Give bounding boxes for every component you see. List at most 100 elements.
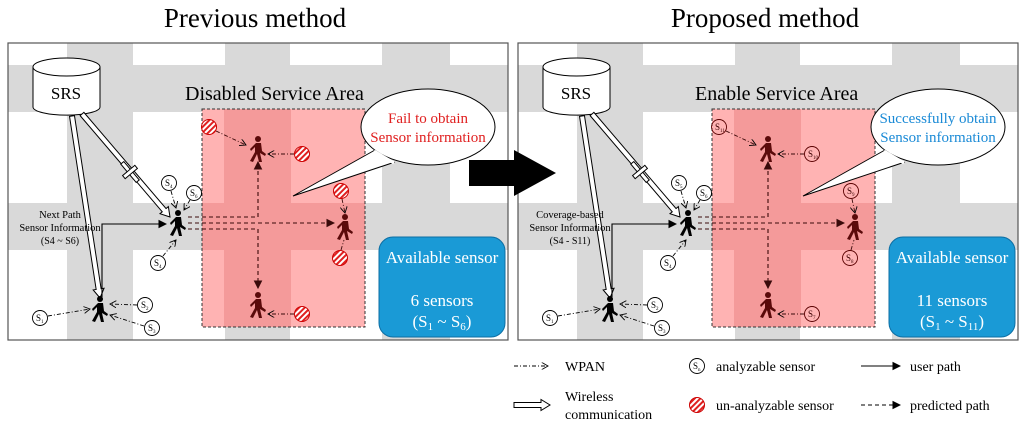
- sensor-count: 6 sensors: [411, 291, 474, 310]
- unanalyzable-sensor-icon: [689, 397, 705, 413]
- transition-arrow-icon: [469, 150, 556, 196]
- srs-database-icon: [542, 57, 611, 116]
- analyzable-sensor-icon: S8: [842, 250, 858, 266]
- previous-user-icon: [92, 296, 108, 322]
- predicted-user-icon: [250, 292, 266, 318]
- legend-unanalyzable: un-analyzable sensor: [716, 399, 834, 414]
- predicted-user-icon: [847, 214, 863, 240]
- wpan-link: [557, 309, 600, 317]
- sensor-label: S3: [658, 323, 666, 335]
- sensor-label: S7: [808, 309, 816, 321]
- srs-database-icon: [32, 57, 101, 116]
- unanalyzable-sensor-icon: [294, 306, 310, 322]
- bubble-text: Fail to obtain: [388, 111, 468, 127]
- analyzable-sensor-icon: S4: [150, 255, 166, 271]
- wireless-legend-icon: [513, 398, 551, 412]
- unanalyzable-sensor-icon: [201, 119, 217, 135]
- legend-analyzable: analyzable sensor: [716, 360, 815, 375]
- sensor-label: S3: [148, 323, 156, 335]
- sensor-label: S2: [651, 300, 659, 312]
- unanalyzable-sensor-icon: [332, 250, 348, 266]
- sensor-label: S8: [846, 253, 854, 265]
- srs-label: SRS: [561, 84, 591, 103]
- analyzable-sensor-icon: S6: [696, 185, 712, 201]
- user-path-arrow: [101, 219, 168, 297]
- legend-wireless: Wireless: [565, 390, 613, 405]
- service-area-label: Enable Service Area: [695, 83, 858, 105]
- service-area-label: Disabled Service Area: [185, 83, 364, 105]
- sensor-label: S6: [190, 188, 198, 200]
- wpan-link: [850, 239, 855, 251]
- analyzable-sensor-icon: S1: [32, 310, 48, 326]
- analyzable-sensor-icon: Sn: [689, 358, 705, 374]
- sensor-label: S2: [141, 300, 149, 312]
- analyzable-sensor-icon: S4: [660, 255, 676, 271]
- bubble-text: Sensor information: [880, 130, 996, 146]
- wpan-link: [170, 190, 176, 208]
- sensor-label: S1: [546, 313, 554, 325]
- bubble-text: Successfully obtain: [879, 111, 997, 127]
- analyzable-sensor-icon: S3: [144, 320, 160, 336]
- sensor-label: S5: [675, 178, 683, 190]
- wpan-link: [110, 315, 145, 327]
- available-sensor-title: Available sensor: [896, 248, 1009, 267]
- wpan-link: [620, 315, 655, 327]
- analyzable-sensor-icon: S1: [542, 310, 558, 326]
- legend-predicted-path: predicted path: [910, 399, 990, 414]
- path-sensor-info-text: (S4 - S11): [550, 236, 591, 247]
- sensor-label: S4: [154, 258, 162, 270]
- panel-title: Proposed method: [671, 3, 860, 33]
- predicted-user-icon: [760, 136, 776, 162]
- analyzable-sensor-icon: S3: [654, 320, 670, 336]
- wpan-link: [215, 130, 246, 145]
- blocked-cross-icon: [120, 160, 140, 184]
- sensor-label: S4: [664, 258, 672, 270]
- path-sensor-info-text: (S4 ~ S6): [41, 236, 79, 247]
- sensor-label: S9: [847, 186, 855, 198]
- analyzable-sensor-icon: S9: [843, 183, 859, 199]
- user-path-arrow: [611, 219, 678, 297]
- predicted-user-icon: [760, 292, 776, 318]
- analyzable-sensor-icon: S6: [186, 185, 202, 201]
- wpan-link: [342, 198, 345, 213]
- current-user-icon: [170, 210, 186, 236]
- analyzable-sensor-icon: S2: [647, 297, 663, 313]
- analyzable-sensor-icon: S5: [671, 175, 687, 191]
- wpan-link: [672, 240, 686, 257]
- legend-user-path: user path: [910, 360, 961, 375]
- wpan-link: [340, 239, 345, 251]
- current-user-icon: [680, 210, 696, 236]
- sensor-label: S6: [700, 188, 708, 200]
- wpan-link: [852, 198, 855, 213]
- wpan-link: [694, 199, 701, 210]
- unanalyzable-sensor-icon: [333, 183, 349, 199]
- available-sensor-title: Available sensor: [386, 248, 499, 267]
- legend-wireless: communication: [565, 408, 652, 423]
- wpan-link: [184, 199, 191, 210]
- wpan-link: [47, 309, 90, 317]
- sensor-count: 11 sensors: [917, 291, 988, 310]
- sensor-label: S4: [165, 178, 173, 190]
- map-frame: [7, 42, 509, 341]
- analyzable-sensor-icon: S2: [137, 297, 153, 313]
- sensor-label: Sn: [693, 361, 701, 373]
- srs-label: SRS: [51, 84, 81, 103]
- wpan-link: [680, 190, 686, 208]
- service-area: [201, 108, 366, 328]
- panel-title: Previous method: [164, 3, 347, 33]
- legend: WPAN Wireless communication Sn analyzable se…: [513, 358, 990, 423]
- predicted-user-icon: [250, 136, 266, 162]
- analyzable-sensor-icon: S7: [804, 306, 820, 322]
- legend-wpan: WPAN: [565, 360, 605, 375]
- wpan-link: [725, 130, 756, 145]
- unanalyzable-sensor-icon: [294, 146, 310, 162]
- path-sensor-info-text: Sensor Information: [529, 223, 611, 234]
- previous-user-icon: [602, 296, 618, 322]
- predicted-user-icon: [337, 214, 353, 240]
- path-sensor-info-text: Next Path: [39, 210, 81, 221]
- path-sensor-info-text: Coverage-based: [536, 210, 604, 221]
